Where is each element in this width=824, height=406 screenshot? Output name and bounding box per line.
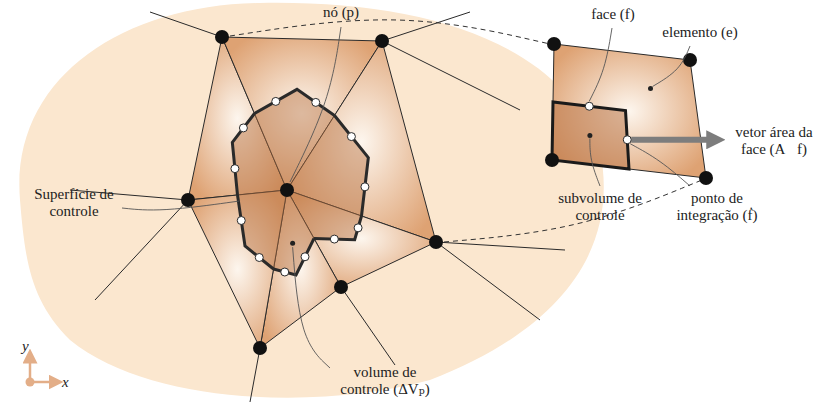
integration-point — [272, 97, 280, 105]
mesh-line — [436, 242, 540, 320]
mesh-node — [699, 171, 713, 185]
leader-line — [122, 201, 240, 210]
mesh-node — [429, 235, 443, 249]
zoom-line — [444, 180, 702, 242]
control-surface — [232, 114, 254, 196]
mesh-node — [181, 193, 195, 207]
axis-label: x — [62, 374, 78, 391]
integration-point — [239, 124, 247, 132]
integration-point — [623, 136, 631, 144]
leader-line — [630, 144, 690, 186]
integration-point — [231, 165, 239, 173]
mesh-node — [215, 30, 229, 44]
mesh-node — [280, 183, 294, 197]
mesh-line — [250, 348, 260, 402]
leader-line — [653, 46, 691, 87]
mesh-line — [382, 41, 520, 110]
integration-point — [585, 102, 593, 110]
mesh-node — [683, 53, 697, 67]
control-surface — [255, 89, 335, 115]
integration-point-label: ponto de integração (ḟ) — [662, 190, 772, 224]
integration-point — [361, 183, 369, 191]
axis-label: y — [22, 338, 38, 355]
element-label: elemento (e) — [650, 24, 750, 41]
subvolume-label: subvolume de controle — [555, 190, 645, 224]
subvolume — [552, 102, 629, 169]
mesh-node — [334, 280, 348, 294]
integration-point — [237, 217, 245, 225]
mesh-node — [253, 341, 267, 355]
control-volume-fill — [232, 89, 368, 275]
integration-point — [301, 253, 309, 261]
element-marker — [648, 86, 653, 91]
leader-line — [589, 28, 612, 101]
area-vector-arrow — [631, 137, 712, 143]
leader-line — [293, 247, 330, 368]
control-surface-label: Superfície de controle — [28, 186, 120, 220]
zoom-line — [230, 20, 550, 44]
integration-point — [354, 224, 362, 232]
element-quad — [552, 44, 706, 178]
mesh-node — [375, 34, 389, 48]
integration-point — [255, 254, 263, 262]
leader-line — [290, 27, 341, 182]
control-surface — [335, 116, 369, 217]
volume-marker — [290, 241, 295, 246]
mesh-line — [95, 200, 188, 300]
integration-point — [330, 235, 338, 243]
subvolume-marker — [587, 133, 592, 138]
axes — [26, 356, 57, 387]
integration-point — [281, 268, 289, 276]
integration-point — [347, 133, 355, 141]
node-label: nó (p) — [311, 4, 371, 21]
control-volume-label: volume de controle (ΔVₚ) — [330, 364, 440, 398]
face-label: face (f) — [583, 6, 643, 23]
mesh-line — [382, 12, 470, 41]
control-surface — [314, 216, 362, 240]
domain-background — [19, 3, 603, 398]
mesh-line — [436, 242, 565, 250]
integration-point — [312, 98, 320, 106]
area-vector-label: vetor área da face (A⃗f) — [728, 124, 820, 158]
mesh-line — [341, 287, 395, 365]
mesh-node — [545, 153, 559, 167]
control-surface — [238, 195, 274, 269]
leader-line — [590, 138, 600, 186]
mesh-line — [150, 12, 222, 37]
mesh-node — [547, 37, 561, 51]
